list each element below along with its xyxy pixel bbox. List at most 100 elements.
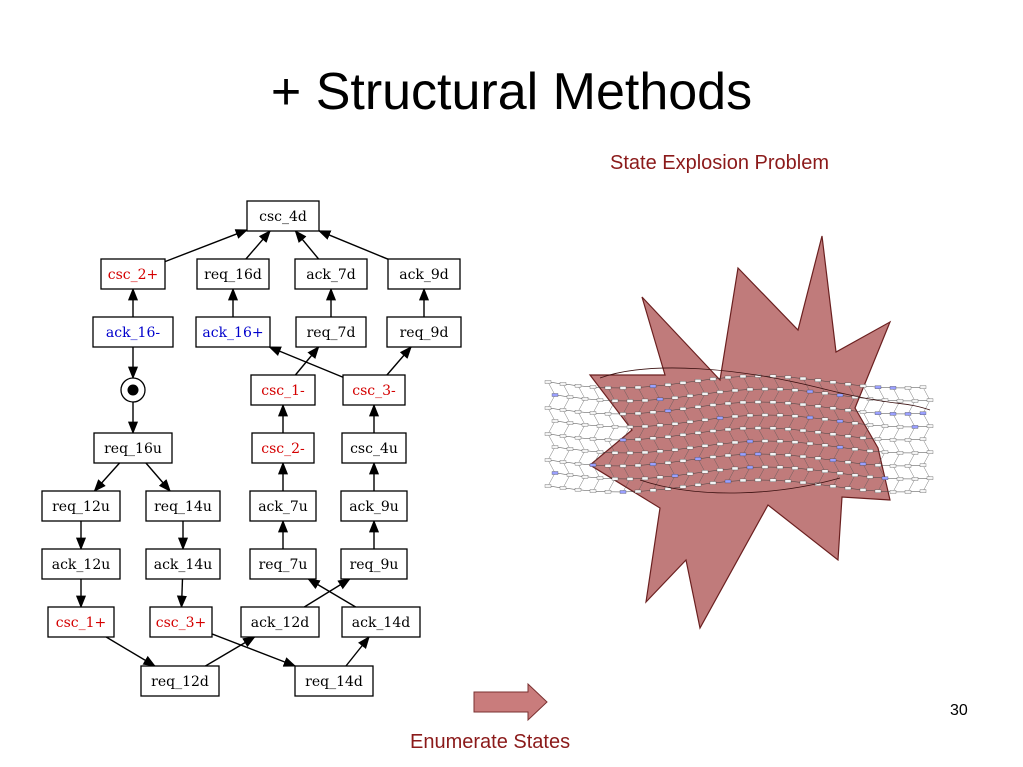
state-edge xyxy=(667,436,676,450)
state-node xyxy=(776,413,784,417)
state-node xyxy=(874,385,882,389)
state-edge xyxy=(832,460,841,474)
graph-node-csc-4u: csc_4u xyxy=(341,432,407,464)
node-label: req_14d xyxy=(305,674,363,690)
state-node xyxy=(724,479,732,484)
state-edge xyxy=(562,435,571,450)
state-node xyxy=(544,432,552,436)
state-node xyxy=(679,381,687,385)
state-edge xyxy=(817,419,826,433)
state-node xyxy=(739,452,747,457)
state-edge xyxy=(697,432,706,446)
state-node xyxy=(716,390,724,394)
state-edge xyxy=(727,390,736,404)
node-label: csc_2- xyxy=(261,441,305,457)
node-box xyxy=(249,548,317,580)
state-node xyxy=(889,412,897,416)
state-node xyxy=(581,397,589,401)
state-node xyxy=(919,437,927,441)
state-edge xyxy=(667,384,676,398)
state-node xyxy=(784,427,792,431)
node-box xyxy=(295,316,367,348)
state-edge xyxy=(682,408,691,422)
state-edge xyxy=(652,451,661,465)
enumerate-states-caption: Enumerate States xyxy=(410,731,571,753)
state-node xyxy=(904,386,912,390)
state-edge xyxy=(607,400,616,414)
state-node xyxy=(761,439,769,443)
state-node xyxy=(896,451,904,455)
state-node xyxy=(866,423,874,427)
state-edge xyxy=(907,478,916,493)
state-node xyxy=(911,399,919,403)
node-label: ack_7u xyxy=(258,499,308,515)
state-node xyxy=(739,400,747,405)
graph-edge xyxy=(105,636,156,667)
state-edge xyxy=(787,403,796,417)
right-arrow-shape xyxy=(473,682,548,722)
node-box xyxy=(294,258,368,290)
state-node xyxy=(701,418,709,422)
state-node xyxy=(874,489,882,493)
state-node xyxy=(791,466,799,470)
state-node xyxy=(769,452,777,456)
state-edge xyxy=(802,443,811,457)
state-edge xyxy=(592,438,601,453)
state-node xyxy=(604,438,612,442)
state-node xyxy=(844,408,852,412)
graph-node-req-12d: req_12d xyxy=(140,665,220,697)
state-node xyxy=(859,436,867,440)
state-edge xyxy=(832,382,841,396)
state-edge xyxy=(667,410,676,424)
state-node xyxy=(821,391,829,395)
state-node xyxy=(664,383,672,387)
state-edge xyxy=(697,419,706,433)
state-node xyxy=(761,413,769,417)
state-node xyxy=(919,463,927,467)
state-edge xyxy=(547,459,556,474)
state-node xyxy=(754,426,762,430)
state-edge xyxy=(862,424,871,439)
state-edge xyxy=(802,417,811,431)
graph-node-ack-9u: ack_9u xyxy=(340,490,408,522)
state-node xyxy=(859,384,867,388)
state-node xyxy=(589,385,597,389)
state-node xyxy=(754,452,762,456)
state-edge xyxy=(592,386,601,401)
state-node xyxy=(829,484,837,488)
state-edge xyxy=(547,407,556,422)
node-label: csc_3+ xyxy=(156,615,207,631)
state-node xyxy=(776,465,784,469)
state-edge xyxy=(682,382,691,396)
state-node xyxy=(656,475,664,479)
state-edge xyxy=(892,387,901,401)
state-node xyxy=(874,411,882,415)
node-label: req_12d xyxy=(151,674,209,690)
state-edge xyxy=(892,413,901,427)
state-node xyxy=(626,477,634,481)
state-node xyxy=(649,462,657,466)
state-node xyxy=(731,440,739,445)
graph-edge xyxy=(294,346,320,376)
state-edge xyxy=(592,477,601,492)
state-node xyxy=(799,480,807,485)
node-label: req_16u xyxy=(104,441,162,457)
state-edge xyxy=(652,425,661,439)
node-label: csc_2+ xyxy=(108,267,159,283)
state-node xyxy=(701,470,709,474)
state-node xyxy=(724,427,732,432)
state-edge xyxy=(892,478,901,492)
state-node xyxy=(574,384,582,388)
state-node xyxy=(724,401,732,406)
state-edge xyxy=(757,414,766,429)
state-node xyxy=(896,425,904,429)
state-edge xyxy=(712,378,721,393)
state-node xyxy=(836,445,844,449)
graph-node-req-14d: req_14d xyxy=(294,665,374,697)
node-label: ack_9d xyxy=(399,267,449,283)
state-node xyxy=(671,474,679,478)
state-node xyxy=(619,386,627,390)
node-box xyxy=(251,432,315,464)
node-label: ack_14d xyxy=(352,615,410,631)
